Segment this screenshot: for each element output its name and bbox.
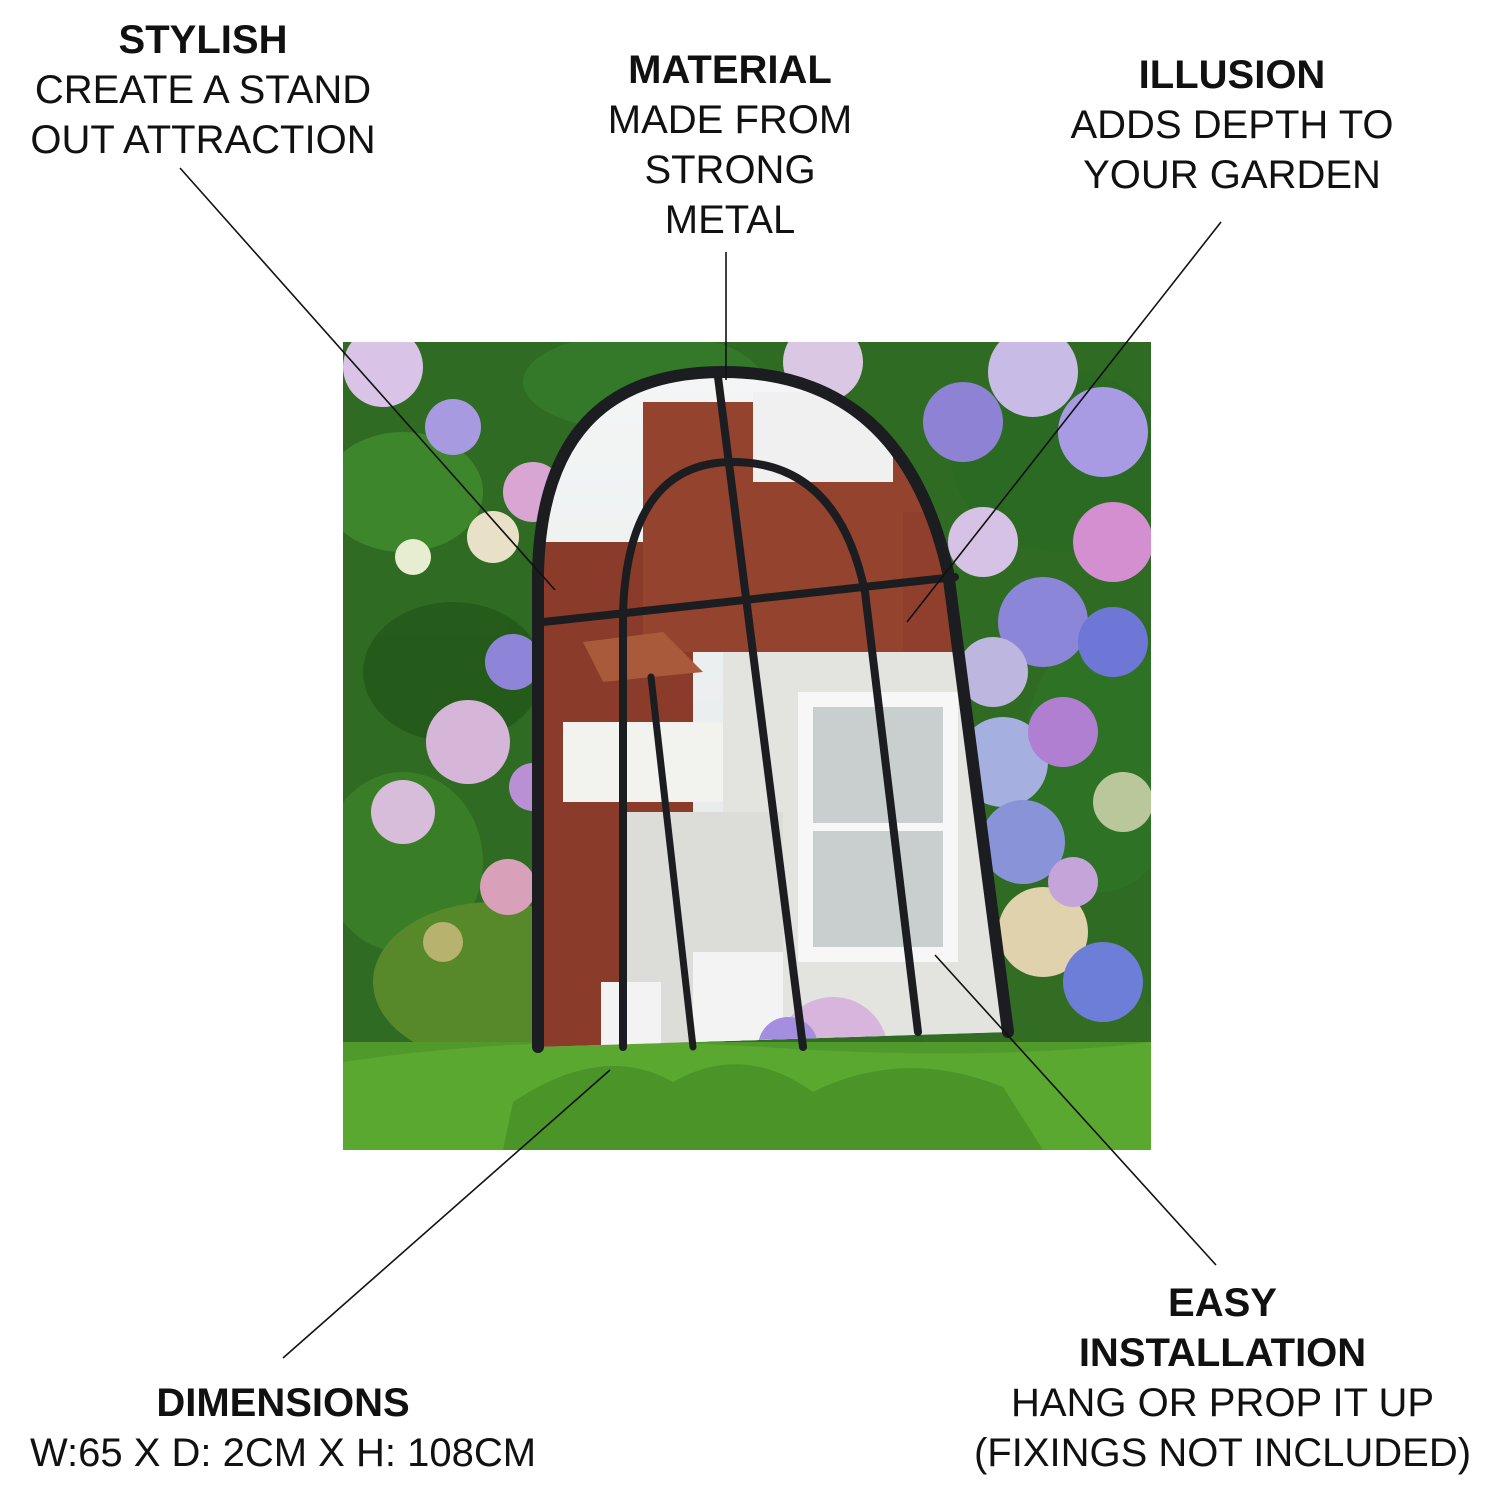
callout-heading: STYLISH <box>118 18 288 62</box>
product-photo <box>343 342 1151 1150</box>
callout-text: W:65 X D: 2CM X H: 108CM <box>29 1431 537 1475</box>
callout-heading: INSTALLATION <box>1078 1331 1367 1375</box>
callout-heading: DIMENSIONS <box>156 1381 410 1425</box>
callout-dimensions: DIMENSIONS W:65 X D: 2CM X H: 108CM <box>10 1378 556 1478</box>
callout-text: CREATE A STAND <box>34 68 372 112</box>
callout-heading: ILLUSION <box>1138 53 1326 97</box>
callout-text: MADE FROM <box>607 98 853 142</box>
callout-material: MATERIAL MADE FROM STRONG METAL <box>580 45 880 245</box>
callout-text: METAL <box>664 198 796 242</box>
callout-easy-installation: EASY INSTALLATION HANG OR PROP IT UP (FI… <box>960 1278 1485 1478</box>
callout-text: (FIXINGS NOT INCLUDED) <box>973 1431 1472 1475</box>
callout-text: OUT ATTRACTION <box>30 118 376 162</box>
mirror-frame <box>532 365 1014 1053</box>
callout-text: YOUR GARDEN <box>1083 153 1381 197</box>
leader-line-illusion <box>906 221 1222 623</box>
hydrangea-flowers <box>343 342 1151 1022</box>
callout-heading: MATERIAL <box>628 48 832 92</box>
callout-text: HANG OR PROP IT UP <box>1010 1381 1435 1425</box>
callout-stylish: STYLISH CREATE A STAND OUT ATTRACTION <box>23 15 383 165</box>
callout-text: ADDS DEPTH TO <box>1070 103 1394 147</box>
callout-text: STRONG <box>644 148 816 192</box>
callout-illusion: ILLUSION ADDS DEPTH TO YOUR GARDEN <box>1052 50 1412 200</box>
leader-line-dimensions <box>282 1069 611 1359</box>
callout-heading: EASY <box>1168 1281 1277 1325</box>
leader-line-easy <box>934 954 1217 1266</box>
leader-line-stylish <box>179 167 556 591</box>
